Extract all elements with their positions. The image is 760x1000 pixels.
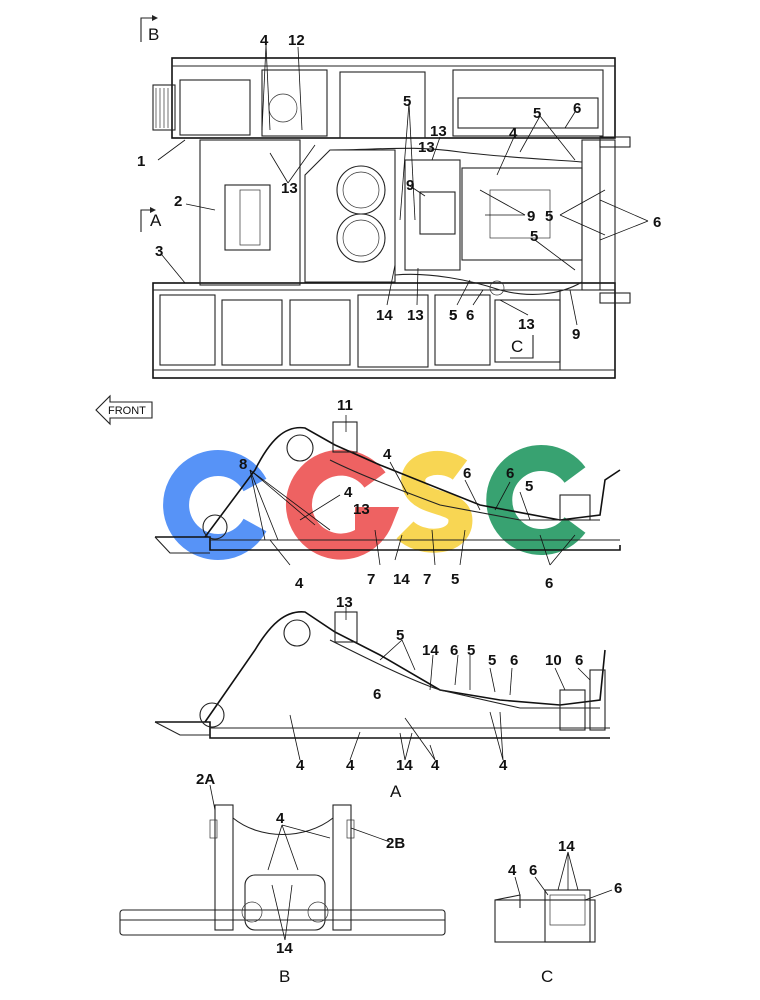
section-mark-b: B — [140, 15, 159, 44]
callout-number: 5 — [530, 228, 538, 245]
section-mark-a: A — [140, 207, 162, 232]
callout-number: 10 — [545, 652, 562, 669]
svg-text:FRONT: FRONT — [108, 405, 146, 417]
callout-number: 6 — [450, 642, 458, 659]
callout-number: 2A — [196, 771, 215, 788]
callout-number: 9 — [572, 326, 580, 343]
callout-number: 4 — [276, 810, 285, 827]
callout-number: 13 — [418, 139, 435, 156]
callout-number: 6 — [545, 575, 553, 592]
callout-number: 4 — [295, 575, 304, 592]
callout-number: 13 — [353, 501, 370, 518]
view-b-title: B — [279, 967, 290, 986]
callout-number: 4 — [296, 757, 305, 774]
callout-number: 5 — [449, 307, 457, 324]
callout-number: 8 — [239, 456, 247, 473]
callout-number: 4 — [509, 125, 518, 142]
callout-number: 14 — [558, 838, 575, 855]
callout-number: 4 — [346, 757, 355, 774]
callout-number: 5 — [403, 93, 411, 110]
callout-number: 9 — [527, 208, 535, 225]
side-view-a: 13 5 14 6 5 6 5 6 10 6 4 4 14 4 4 A — [154, 594, 610, 801]
callout-number: 9 — [406, 177, 414, 194]
callout-number: 1 — [137, 153, 145, 170]
callout-number: 13 — [518, 316, 535, 333]
callout-number: 6 — [575, 652, 583, 669]
callout-number: 14 — [376, 307, 393, 324]
front-direction-arrow: FRONT — [95, 394, 153, 426]
callout-number: 14 — [396, 757, 413, 774]
callout-number: 6 — [373, 686, 381, 703]
callout-number: 6 — [510, 652, 518, 669]
callout-number: 2 — [174, 193, 182, 210]
callout-number: 7 — [367, 571, 375, 588]
callout-number: 6 — [573, 100, 581, 117]
callout-number: 11 — [337, 397, 353, 414]
callout-number: 12 — [288, 32, 305, 49]
view-label: C — [511, 337, 523, 356]
view-c: 14 4 6 6 C — [494, 838, 622, 986]
callout-number: 4 — [260, 32, 269, 49]
callout-number: 14 — [276, 940, 293, 957]
view-label: B — [148, 25, 159, 44]
section-mark-c: C — [510, 335, 534, 359]
callout-number: 5 — [449, 307, 457, 324]
callout-number: 5 — [545, 208, 553, 225]
callout-number: 5 — [451, 571, 459, 588]
callout-number: 13 — [407, 307, 424, 324]
callout-number: 13 — [281, 180, 298, 197]
callout-number: 7 — [423, 571, 431, 588]
callout-number: 3 — [155, 243, 163, 260]
callout-number: 13 — [430, 123, 447, 140]
watermark-letter-c2 — [486, 445, 586, 555]
top-view: B A — [137, 15, 661, 379]
callout-number: 6 — [529, 862, 537, 879]
callout-number: 14 — [422, 642, 439, 659]
frame-front-rail — [152, 282, 616, 379]
view-label: A — [150, 211, 162, 230]
callout-number: 6 — [463, 465, 471, 482]
callout-number: 6 — [614, 880, 622, 897]
view-b: 2A 4 2B 14 B — [119, 771, 446, 986]
view-c-title: C — [541, 967, 553, 986]
callout-number: 4 — [508, 862, 517, 879]
callout-number: 6 — [466, 307, 474, 324]
callout-number: 13 — [336, 594, 353, 611]
callout-number: 4 — [431, 757, 440, 774]
side-view-upper: FRONT — [95, 394, 621, 592]
callout-number: 5 — [396, 627, 404, 644]
callout-number: 4 — [383, 446, 392, 463]
callout-number: 4 — [344, 484, 353, 501]
callout-number: 2B — [386, 835, 405, 852]
callout-number: 5 — [467, 642, 475, 659]
callout-number: 5 — [525, 478, 533, 495]
view-a-title: A — [390, 782, 402, 801]
callout-number: 6 — [653, 214, 661, 231]
callout-number: 5 — [533, 105, 541, 122]
callout-number: 6 — [506, 465, 514, 482]
watermark-letter-c1 — [163, 450, 267, 560]
callout-number: 14 — [393, 571, 410, 588]
callout-number: 4 — [499, 757, 508, 774]
callout-number: 5 — [488, 652, 496, 669]
